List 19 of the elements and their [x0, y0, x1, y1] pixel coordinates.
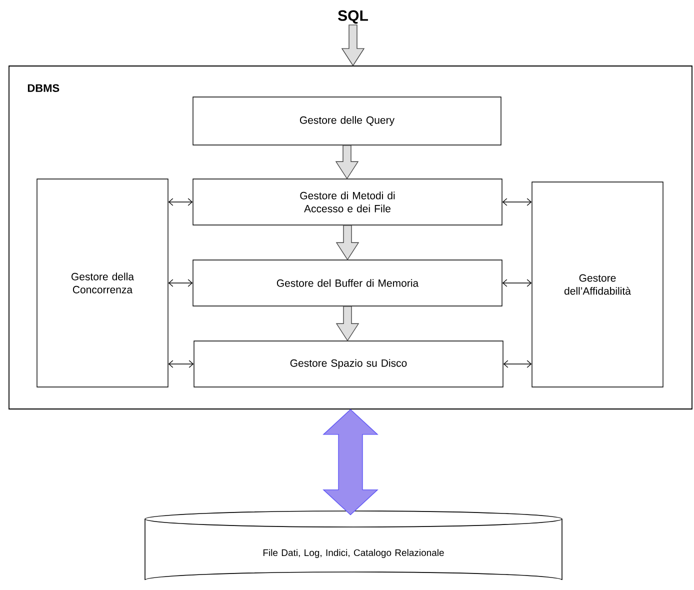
node-label: File Dati, Log, Indici, Catalogo Relazionale: [263, 549, 444, 558]
double-arrow: [502, 279, 532, 287]
block-arrow: [341, 24, 365, 66]
process-box: Gestore delle Query: [192, 96, 502, 146]
double-arrow: [168, 360, 194, 368]
database-cylinder: File Dati, Log, Indici, Catalogo Relazionale: [144, 510, 562, 580]
block-arrow: [336, 225, 360, 260]
double-arrow: [168, 279, 193, 287]
process-box: Gestore dell’Affidabilità: [532, 182, 664, 388]
block-arrow: [335, 145, 359, 180]
process-box: Gestore della Concorrenza: [36, 178, 168, 388]
double-arrow: [502, 198, 532, 206]
double-arrow: [168, 198, 193, 206]
process-box: Gestore Spazio su Disco: [194, 340, 504, 388]
double-arrow: [503, 360, 532, 368]
block-arrow: [336, 306, 360, 342]
process-box: Gestore di Metodi di Accesso e dei File: [192, 178, 502, 226]
heading-text: SQL: [338, 10, 368, 24]
process-box: Gestore del Buffer di Memoria: [192, 260, 502, 306]
